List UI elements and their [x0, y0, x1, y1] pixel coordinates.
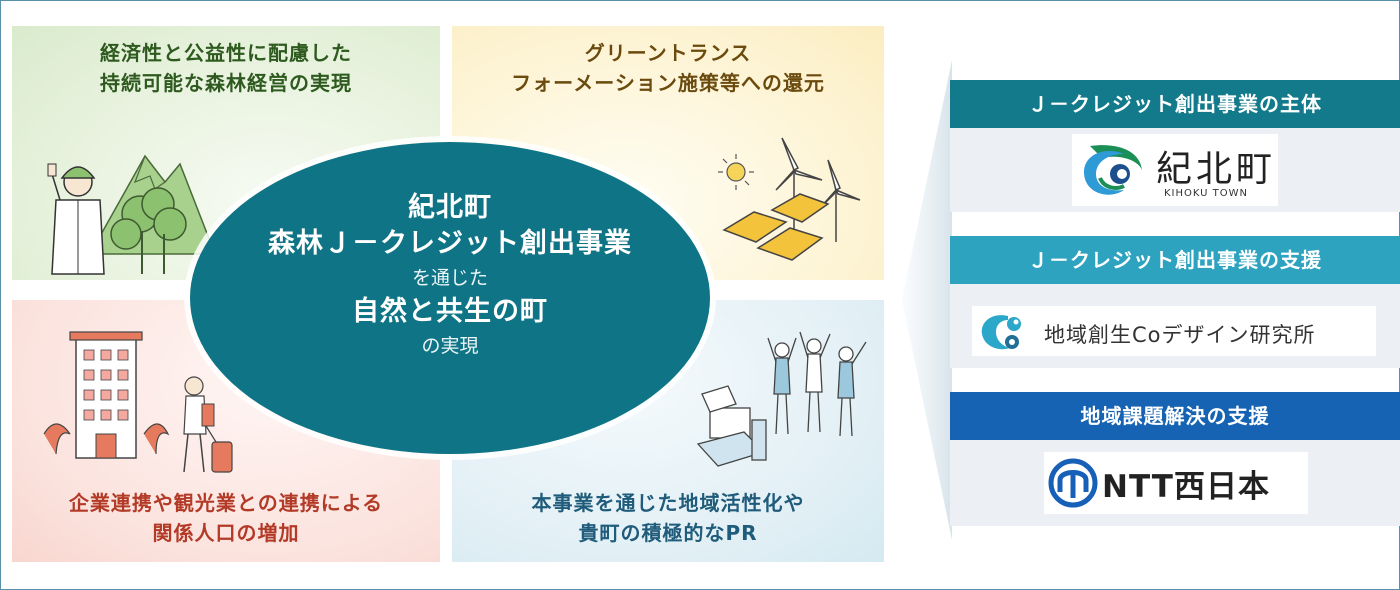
center-realization-text: の実現 [421, 335, 479, 357]
quadrant-title: 経済性と公益性に配慮した 持続可能な森林経営の実現 [12, 38, 440, 98]
quadrant-title: 企業連携や観光業との連携による 関係人口の増加 [12, 488, 440, 548]
center-goal: 自然と共生の町 [352, 296, 548, 327]
office-people-illustration [696, 331, 867, 467]
kihoku-logo-icon [1084, 145, 1142, 195]
quadrant-title-line2: フォーメーション施策等への還元 [511, 71, 825, 95]
quadrant-title-line1: 企業連携や観光業との連携による [68, 491, 384, 515]
quadrant-title-line2: 持続可能な森林経営の実現 [100, 71, 352, 95]
codesign-logo: 地域創生Coデザイン研究所 [972, 306, 1376, 356]
kihoku-logo: 紀北町 KIHOKU TOWN [1072, 134, 1278, 206]
quadrant-title-line1: 経済性と公益性に配慮した [100, 41, 352, 65]
codesign-logo-text: 地域創生Coデザイン研究所 [1044, 323, 1316, 347]
solar-wind-illustration [718, 137, 861, 261]
panel-body-main-body: 紀北町 KIHOKU TOWN [950, 128, 1400, 212]
quadrant-title-line2: 貴町の積極的なPR [578, 521, 758, 545]
panel-body-regional-support: NTT西日本 [950, 440, 1400, 526]
center-town-name: 紀北町 [408, 192, 492, 223]
center-text: 紀北町 森林Ｊ－クレジット創出事業 を通じた 自然と共生の町 の実現 [190, 190, 710, 362]
kihoku-logo-text: 紀北町 [1156, 149, 1277, 190]
ntt-logo: NTT西日本 [1044, 452, 1308, 514]
hotel-traveler-illustration [43, 331, 233, 473]
center-ellipse [190, 142, 710, 454]
quadrant-title-line1: グリーントランス [584, 41, 752, 65]
panel-heading-regional-support: 地域課題解決の支援 [950, 392, 1400, 440]
ntt-logo-icon [1048, 458, 1098, 508]
connector-bracket [902, 60, 952, 540]
quadrant-title: 本事業を通じた地域活性化や 貴町の積極的なPR [452, 488, 884, 548]
hiker-mountain-illustration [47, 154, 217, 275]
center-connector-text: を通じた [411, 267, 488, 289]
ntt-logo-text: NTT西日本 [1102, 469, 1270, 505]
quadrant-title-line2: 関係人口の増加 [152, 521, 300, 545]
kihoku-logo-subtext: KIHOKU TOWN [1164, 188, 1249, 199]
panel-heading-support: Ｊ－クレジット創出事業の支援 [950, 236, 1400, 284]
panel-body-support: 地域創生Coデザイン研究所 [950, 284, 1400, 368]
panel-heading-main-body: Ｊ－クレジット創出事業の主体 [950, 80, 1400, 128]
quadrant-title-line1: 本事業を通じた地域活性化や [531, 491, 805, 515]
center-project-name: 森林Ｊ－クレジット創出事業 [268, 228, 632, 259]
quadrant-title: グリーントランス フォーメーション施策等への還元 [452, 38, 884, 98]
codesign-logo-icon [981, 315, 1021, 350]
